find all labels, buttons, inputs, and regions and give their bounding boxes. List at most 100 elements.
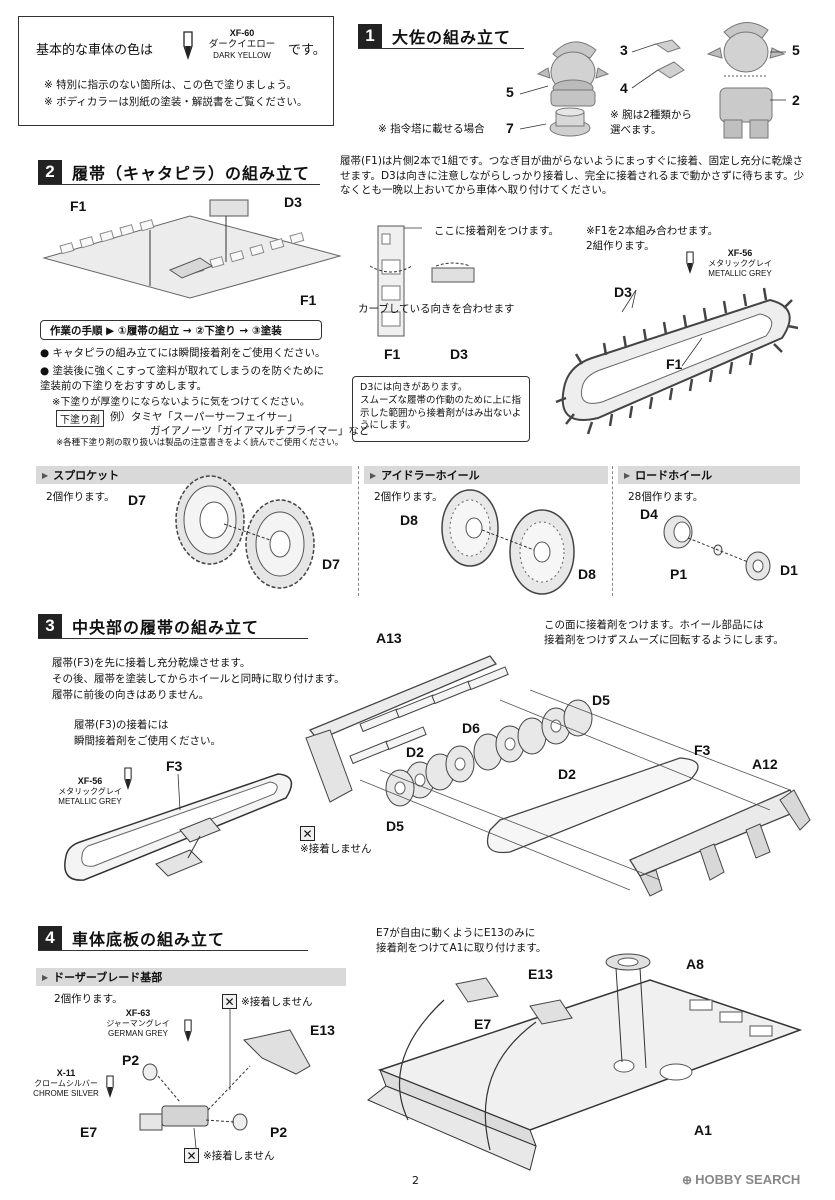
no-glue-x-icon: ✕ xyxy=(222,994,237,1009)
colonel-arms xyxy=(654,39,685,79)
step2-description: 履帯(F1)は片側2本で1組です。つなぎ目が曲がらないようにまっすぐに接着、固定… xyxy=(340,155,805,197)
d3-note: D3には向きがあります。 スムーズな履帯の作動のために上に指示した範囲から接着剤… xyxy=(360,382,522,432)
no-glue-note-b: ✕ ※接着しません xyxy=(184,1148,274,1163)
no-glue-text: ※接着しません xyxy=(203,1150,275,1162)
part-label-a13: A13 xyxy=(376,630,402,646)
step1-leader-lines xyxy=(519,43,786,130)
part-label-7: 7 xyxy=(506,120,514,136)
wheel-label-d1: D1 xyxy=(780,562,798,578)
page-number: 2 xyxy=(412,1174,419,1187)
divider xyxy=(612,466,613,596)
arms-note: ※ 腕は2種類から 選べます。 xyxy=(610,109,692,136)
part-label-a8: A8 xyxy=(686,956,704,972)
part-label-d6: D6 xyxy=(462,720,480,736)
wheel-section-sprocket: ▶ スプロケット xyxy=(36,466,352,484)
step2-header: 2 履帯（キャタピラ）の組み立て xyxy=(38,158,310,186)
paint-label-xf60: XF-60 ダークイエロー DARK YELLOW xyxy=(200,28,284,61)
paint-brush-icon xyxy=(184,1019,192,1043)
part-label-e13b: E13 xyxy=(528,966,553,982)
paint-brush-icon xyxy=(124,767,132,791)
part-label-5b: 5 xyxy=(792,42,800,58)
paint-name-en: METALLIC GREY xyxy=(708,269,772,279)
part-label-d2b: D2 xyxy=(558,766,576,782)
paint-label-xf63: XF-63 ジャーマングレイ GERMAN GREY xyxy=(98,1008,178,1039)
f3-label: F3 xyxy=(166,758,183,774)
no-glue-text: ※接着しません xyxy=(241,996,313,1008)
glue-face-note: この面に接着剤をつけます。ホイール部品には 接着剤をつけずスムーズに回転するよう… xyxy=(544,619,784,646)
track-link-detail xyxy=(369,225,475,337)
paint-name-en: GERMAN GREY xyxy=(107,1029,168,1039)
track-label-f1c: F1 xyxy=(384,346,401,362)
chassis-assembly xyxy=(305,655,811,897)
paint-name-jp: クロームシルバー xyxy=(34,1079,98,1089)
no-glue-x-icon: ✕ xyxy=(184,1148,199,1163)
dozer-count: 2個作ります。 xyxy=(54,993,123,1005)
paint-label-xf56: XF-56 メタリックグレイ METALLIC GREY xyxy=(700,248,780,279)
part-label-p2a: P2 xyxy=(122,1052,140,1068)
curve-align-note: カーブしている向きを合わせます xyxy=(358,303,515,315)
paint-brush-icon xyxy=(106,1075,114,1099)
step-title: 車体底板の組み立て xyxy=(72,930,226,949)
wheel-section-idler: ▶アイドラーホイール xyxy=(364,466,608,484)
step-title: 中央部の履帯の組み立て xyxy=(72,618,260,637)
step4-rule xyxy=(38,950,308,951)
part-label-e13a: E13 xyxy=(310,1022,335,1038)
part-label-a12: A12 xyxy=(752,756,778,772)
paint-label-xf56: XF-56 メタリックグレイ METALLIC GREY xyxy=(52,776,128,807)
attach-note: E7が自由に動くようにE13のみに 接着剤をつけてA1に取り付けます。 xyxy=(376,927,547,954)
no-glue-note-a: ✕ ※接着しません xyxy=(222,994,312,1009)
part-label-3: 3 xyxy=(620,42,628,58)
step3-rule xyxy=(38,638,308,639)
wheel-label-d8b: D8 xyxy=(578,566,596,582)
sub-title: スプロケット xyxy=(53,469,120,482)
paint-name-jp: ダークイエロー xyxy=(208,39,276,51)
road-wheel-illustration xyxy=(663,515,771,581)
turret-note: ※ 指令塔に載せる場合 xyxy=(378,123,485,135)
sub-title: ドーザーブレード基部 xyxy=(53,971,163,984)
step3-desc-1: 履帯(F3)を先に接着し充分乾燥させます。 xyxy=(52,657,251,669)
sub-title: ロードホイール xyxy=(635,469,713,482)
bullet-2-text: 塗装後に強くこすって塗料が取れてしまうのを防ぐために塗装前の下塗りをおすすめしま… xyxy=(40,365,325,392)
part-label-4: 4 xyxy=(620,80,628,96)
track-label-d3a: D3 xyxy=(284,194,302,210)
step2-rule xyxy=(38,184,320,185)
triangle-icon: ▶ xyxy=(42,470,49,480)
step-title: 履帯（キャタピラ）の組み立て xyxy=(72,164,311,183)
f3-track-loop xyxy=(64,773,293,881)
step-number: 3 xyxy=(38,614,62,638)
intro-note-1: ※ 特別に指示のない箇所は、この色で塗りましょう。 xyxy=(44,79,298,91)
primer-line-2: ガイアノーツ「ガイアマルチプライマー」など xyxy=(150,425,370,437)
colonel-base xyxy=(549,107,591,137)
part-label-d5b: D5 xyxy=(386,818,404,834)
track-label-f1d: F1 xyxy=(666,356,683,372)
step-number: 1 xyxy=(358,24,382,48)
dozer-blade-subheader: ▶ ドーザーブレード基部 xyxy=(36,968,346,986)
part-label-5a: 5 xyxy=(506,84,514,100)
triangle-icon: ▶ xyxy=(624,470,631,480)
step1-header: 1 大佐の組み立て xyxy=(358,22,511,50)
step3-desc-2: その後、履帯を塗装してからホイールと同時に取り付けます。 xyxy=(52,673,345,685)
hull-floor-illustration xyxy=(367,953,803,1171)
no-glue-text: ※接着しません xyxy=(300,843,372,855)
paint-name-jp: メタリックグレイ xyxy=(58,787,122,797)
paint-name-jp: ジャーマングレイ xyxy=(106,1019,170,1029)
track-label-f1b: F1 xyxy=(300,292,317,308)
procedure-text: 作業の手順 ▶ ①履帯の組立 → ②下塗り → ③塗装 xyxy=(50,325,282,337)
step4-header: 4 車体底板の組み立て xyxy=(38,924,225,952)
primer-tag: 下塗り剤 xyxy=(56,410,104,427)
track-label-d3b: D3 xyxy=(450,346,468,362)
idler-illustration xyxy=(441,489,575,595)
colonel-figure-head-left xyxy=(536,41,610,107)
wheel-label-d8a: D8 xyxy=(400,512,418,528)
make-two-note: ※F1を2本組み合わせます。 2組作ります。 xyxy=(586,225,719,252)
triangle-icon: ▶ xyxy=(42,972,49,982)
glue-here-note: ここに接着剤をつけます。 xyxy=(434,225,559,237)
bullet-1-text: キャタピラの組み立てには瞬間接着剤をご使用ください。 xyxy=(52,347,326,359)
track-label-f1a: F1 xyxy=(70,198,87,214)
primer-note: ※各種下塗り剤の取り扱いは製品の注意書きをよく読んでご使用ください。 xyxy=(56,438,344,448)
part-label-p2b: P2 xyxy=(270,1124,288,1140)
part-label-f3: F3 xyxy=(694,742,711,758)
watermark-text: HOBBY SEARCH xyxy=(695,1172,801,1187)
bullet-2-note: ※下塗りが厚塗りにならないように気をつけてください。 xyxy=(52,397,310,408)
step1-rule xyxy=(358,48,524,49)
